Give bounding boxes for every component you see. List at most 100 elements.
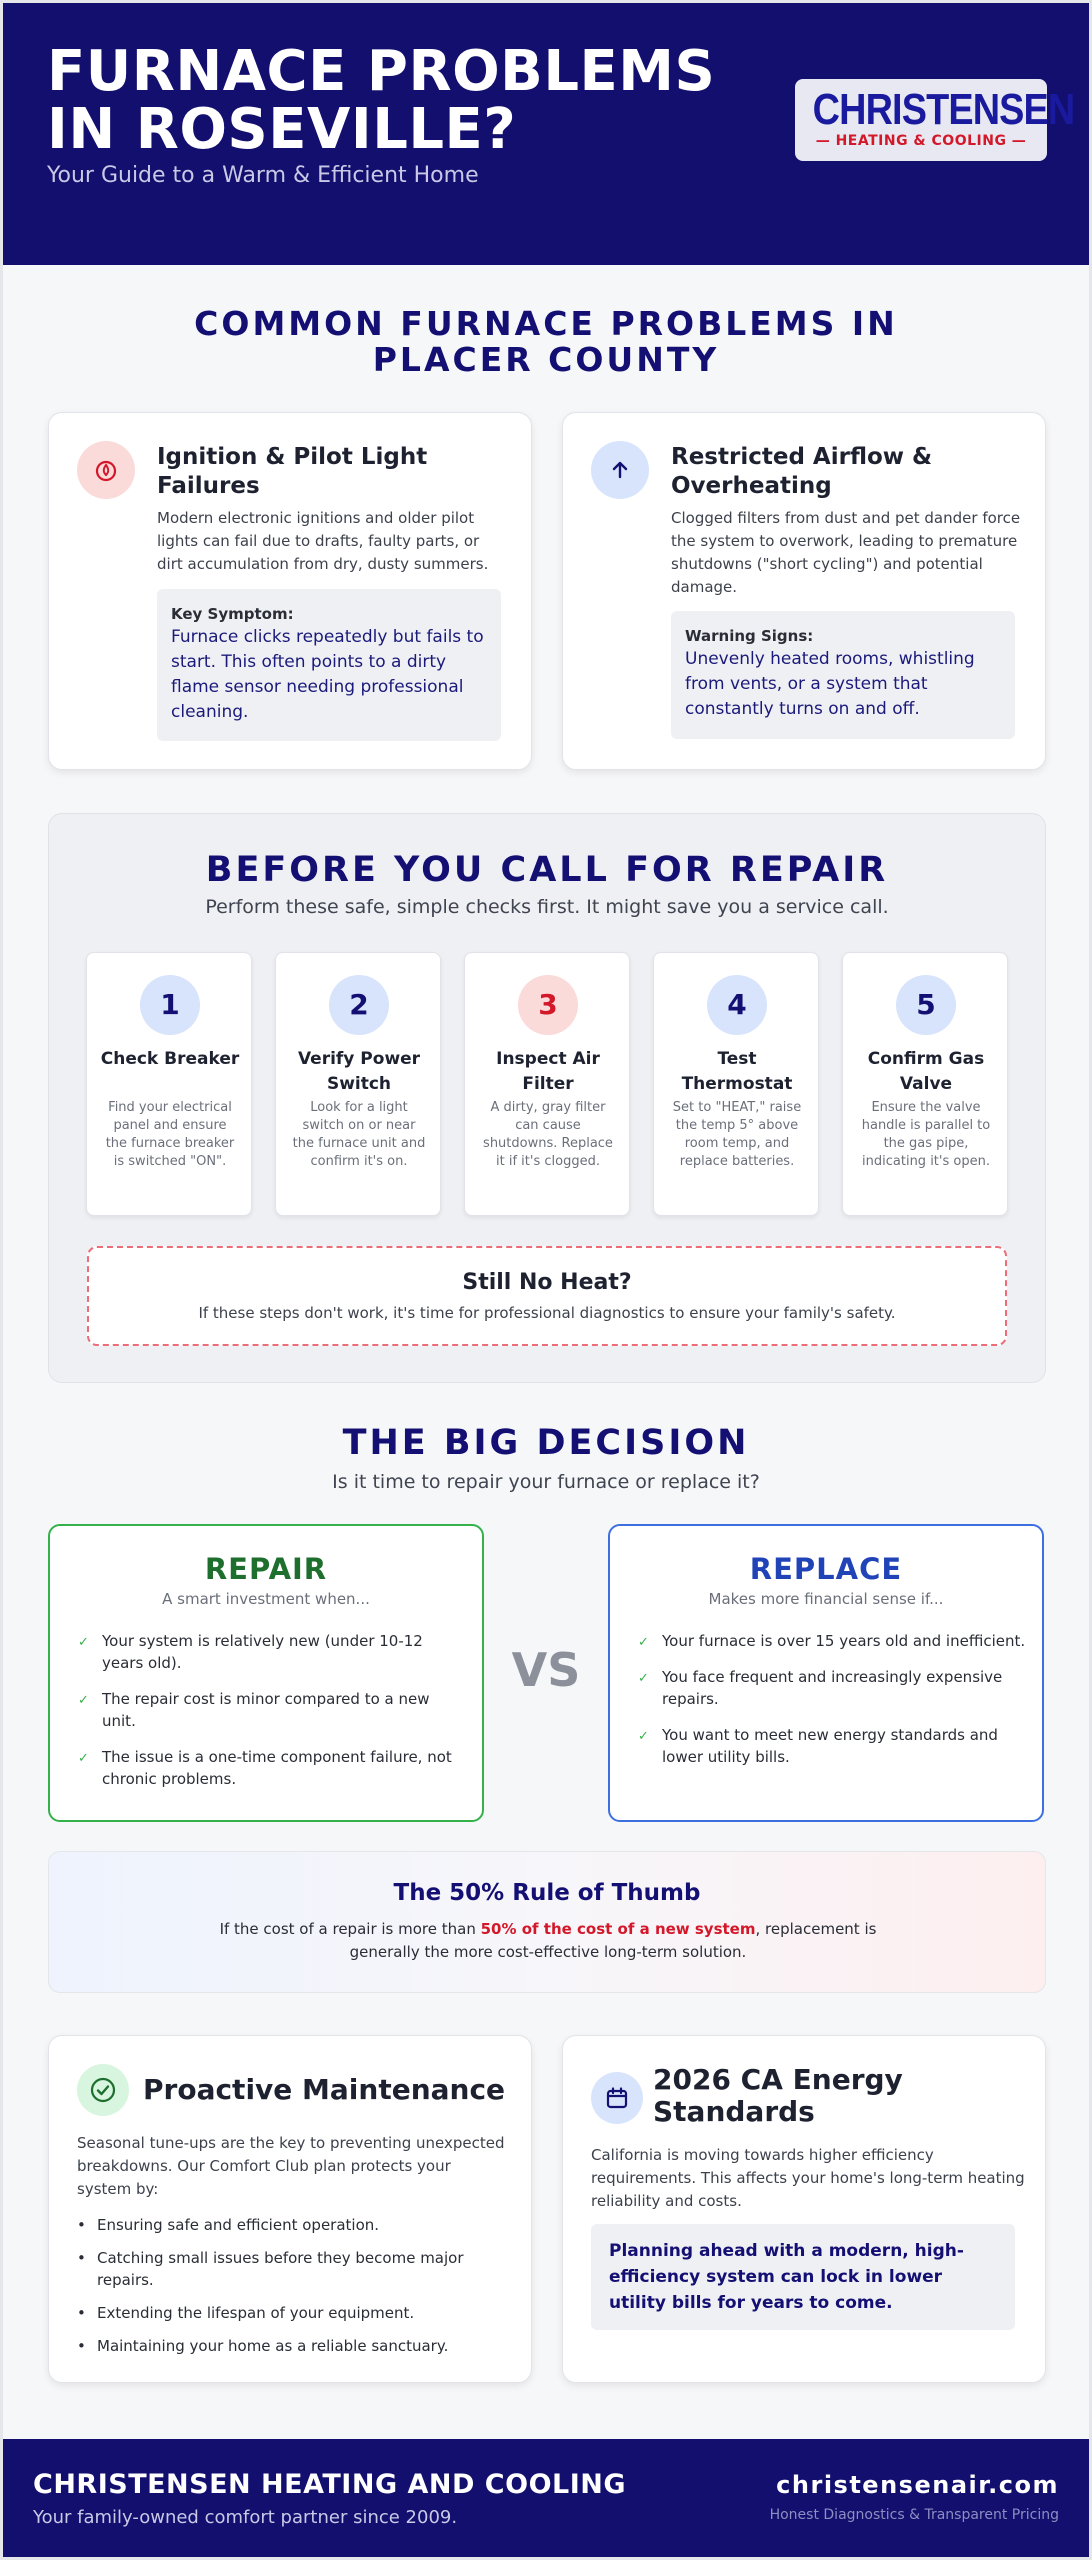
list-item: ✓ The issue is a one-time component failu… <box>78 1746 468 1790</box>
versus-label: VS <box>511 1643 581 1697</box>
company-logo: CHRISTENSEN — HEATING & COOLING — <box>795 79 1076 161</box>
step-description: A dirty, gray filter can cause shutdowns… <box>483 1100 613 1169</box>
footer-tagline: Your family-owned comfort partner since … <box>33 2507 458 2528</box>
step-title: Confirm Gas Valve <box>867 1049 985 1094</box>
problems-section-title: COMMON FURNACE PROBLEMS IN PLACER COUNTY <box>194 304 898 379</box>
replace-title: REPLACE <box>749 1552 903 1586</box>
check-icon: ✓ <box>78 1693 89 1708</box>
logo-dash-left: — <box>815 133 836 149</box>
problem-card-airflow: Restricted Airflow & Overheating Clogged… <box>562 412 1046 770</box>
list-item-text: Your furnace is over 15 years old and in… <box>662 1632 1026 1650</box>
step-number: 4 <box>707 975 767 1035</box>
still-no-heat-box: Still No Heat? If these steps don't work… <box>87 1246 1007 1346</box>
step-card-power-switch: 2 Verify Power Switch Look for a light s… <box>275 952 441 1216</box>
arrow-up-icon <box>591 441 649 499</box>
check-icon: ✓ <box>638 1635 649 1650</box>
logo-sub-text: — HEATING & COOLING — <box>795 133 1047 149</box>
step-description: Ensure the valve handle is parallel to t… <box>861 1100 991 1169</box>
check-icon: ✓ <box>78 1635 89 1650</box>
footer: CHRISTENSEN HEATING AND COOLING Your fam… <box>3 2439 1089 2557</box>
logo-sub-label: HEATING & COOLING <box>835 133 1007 149</box>
rule-description: If the cost of a repair is more than 50%… <box>219 1918 877 1964</box>
checks-section-title: BEFORE YOU CALL FOR REPAIR <box>205 850 889 890</box>
list-item: Ensuring safe and efficient operation. <box>77 2214 517 2236</box>
step-title: Test Thermostat <box>681 1049 793 1094</box>
step-title: Check Breaker <box>100 1049 240 1069</box>
check-icon: ✓ <box>638 1671 649 1686</box>
still-no-heat-desc: If these steps don't work, it's time for… <box>198 1304 896 1322</box>
list-item: ✓ Your system is relatively new (under 10… <box>78 1630 468 1674</box>
problem-card-ignition: Ignition & Pilot Light Failures Modern e… <box>48 412 532 770</box>
replace-card: REPLACE Makes more financial sense if...… <box>608 1524 1044 1822</box>
page-title: FURNACE PROBLEMS IN ROSEVILLE? <box>47 39 716 162</box>
repair-subtitle: A smart investment when... <box>162 1590 370 1608</box>
key-symptom-text: Furnace clicks repeatedly but fails to s… <box>171 627 484 722</box>
list-item: ✓ The repair cost is minor compared to a … <box>78 1688 468 1732</box>
flame-icon <box>77 441 135 499</box>
problem-title-ignition: Ignition & Pilot Light Failures <box>157 444 428 499</box>
step-description: Look for a light switch on or near the f… <box>292 1100 426 1169</box>
energy-standards-body: California is moving towards higher effi… <box>591 2146 1025 2210</box>
check-icon: ✓ <box>78 1751 89 1766</box>
maintenance-card: Proactive Maintenance Seasonal tune-ups … <box>48 2035 532 2383</box>
problem-body-airflow: Clogged filters from dust and pet dander… <box>671 509 1021 596</box>
step-number: 3 <box>518 975 578 1035</box>
repair-card: REPAIR A smart investment when... ✓ Your … <box>48 1524 484 1822</box>
footer-company-name: CHRISTENSEN HEATING AND COOLING <box>33 2469 627 2500</box>
header-banner: FURNACE PROBLEMS IN ROSEVILLE? Your Guid… <box>3 3 1089 265</box>
energy-standards-highlight: Planning ahead with a modern, high-effic… <box>591 2224 1015 2330</box>
maintenance-bullets: Ensuring safe and efficient operation. C… <box>77 2214 517 2368</box>
list-item: ✓ You want to meet new energy standards a… <box>638 1724 1028 1768</box>
page-subtitle: Your Guide to a Warm & Efficient Home <box>47 163 479 188</box>
key-symptom-box: Key Symptom: Furnace clicks repeatedly b… <box>157 589 501 741</box>
repair-list: ✓ Your system is relatively new (under 10… <box>78 1630 468 1804</box>
list-item-text: The repair cost is minor compared to a n… <box>102 1690 430 1730</box>
step-title: Verify Power Switch <box>297 1049 421 1094</box>
still-no-heat-title: Still No Heat? <box>462 1270 632 1295</box>
calendar-icon <box>591 2072 643 2124</box>
warning-signs-box: Warning Signs: Unevenly heated rooms, wh… <box>671 611 1015 739</box>
problem-body-ignition: Modern electronic ignitions and older pi… <box>157 509 489 573</box>
warning-signs-text: Unevenly heated rooms, whistling from ve… <box>685 649 975 719</box>
rule-highlight: 50% of the cost of a new system <box>480 1920 756 1938</box>
list-item: ✓ Your furnace is over 15 years old and i… <box>638 1630 1028 1652</box>
step-card-air-filter: 3 Inspect Air Filter A dirty, gray filte… <box>464 952 630 1216</box>
checks-section-subtitle: Perform these safe, simple checks first.… <box>205 896 889 918</box>
repair-title: REPAIR <box>204 1552 328 1586</box>
check-circle-icon <box>77 2064 129 2116</box>
step-title: Inspect Air Filter <box>496 1049 600 1094</box>
step-number: 2 <box>329 975 389 1035</box>
footer-website-link[interactable]: christensenair.com <box>776 2471 1059 2499</box>
list-item-text: The issue is a one-time component failur… <box>102 1748 452 1788</box>
replace-subtitle: Makes more financial sense if... <box>708 1590 944 1608</box>
list-item: Catching small issues before they become… <box>77 2247 517 2291</box>
pre-repair-checks-panel: BEFORE YOU CALL FOR REPAIR Perform these… <box>48 813 1046 1383</box>
step-number: 5 <box>896 975 956 1035</box>
warning-signs-label: Warning Signs: <box>685 627 814 645</box>
step-description: Set to "HEAT," raise the temp 5° above r… <box>672 1100 802 1169</box>
list-item: Maintaining your home as a reliable sanc… <box>77 2335 517 2357</box>
step-number: 1 <box>140 975 200 1035</box>
energy-standards-title: 2026 CA Energy Standards <box>653 2063 903 2128</box>
logo-brand-text: CHRISTENSEN <box>812 85 1076 134</box>
rule-title: The 50% Rule of Thumb <box>393 1880 701 1906</box>
key-symptom-label: Key Symptom: <box>171 605 294 623</box>
list-item-text: You want to meet new energy standards an… <box>662 1726 998 1766</box>
list-item-text: Your system is relatively new (under 10-… <box>102 1632 423 1672</box>
fifty-percent-rule-box: The 50% Rule of Thumb If the cost of a r… <box>48 1851 1046 1993</box>
maintenance-title: Proactive Maintenance <box>143 2073 506 2106</box>
list-item: Extending the lifespan of your equipment… <box>77 2302 517 2324</box>
replace-list: ✓ Your furnace is over 15 years old and i… <box>638 1630 1028 1782</box>
check-icon: ✓ <box>638 1729 649 1744</box>
list-item: ✓ You face frequent and increasingly expe… <box>638 1666 1028 1710</box>
logo-dash-right: — <box>1006 133 1027 149</box>
energy-standards-card: 2026 CA Energy Standards California is m… <box>562 2035 1046 2383</box>
step-card-gas-valve: 5 Confirm Gas Valve Ensure the valve han… <box>842 952 1008 1216</box>
step-card-breaker: 1 Check Breaker Find your electrical pan… <box>86 952 252 1216</box>
step-card-thermostat: 4 Test Thermostat Set to "HEAT," raise t… <box>653 952 819 1216</box>
maintenance-body: Seasonal tune-ups are the key to prevent… <box>77 2134 505 2198</box>
step-description: Find your electrical panel and ensure th… <box>105 1100 235 1169</box>
list-item-text: You face frequent and increasingly expen… <box>662 1668 1003 1708</box>
rule-text-post: , replacement is generally the more cost… <box>349 1920 877 1961</box>
decision-section-title: THE BIG DECISION <box>342 1423 750 1463</box>
